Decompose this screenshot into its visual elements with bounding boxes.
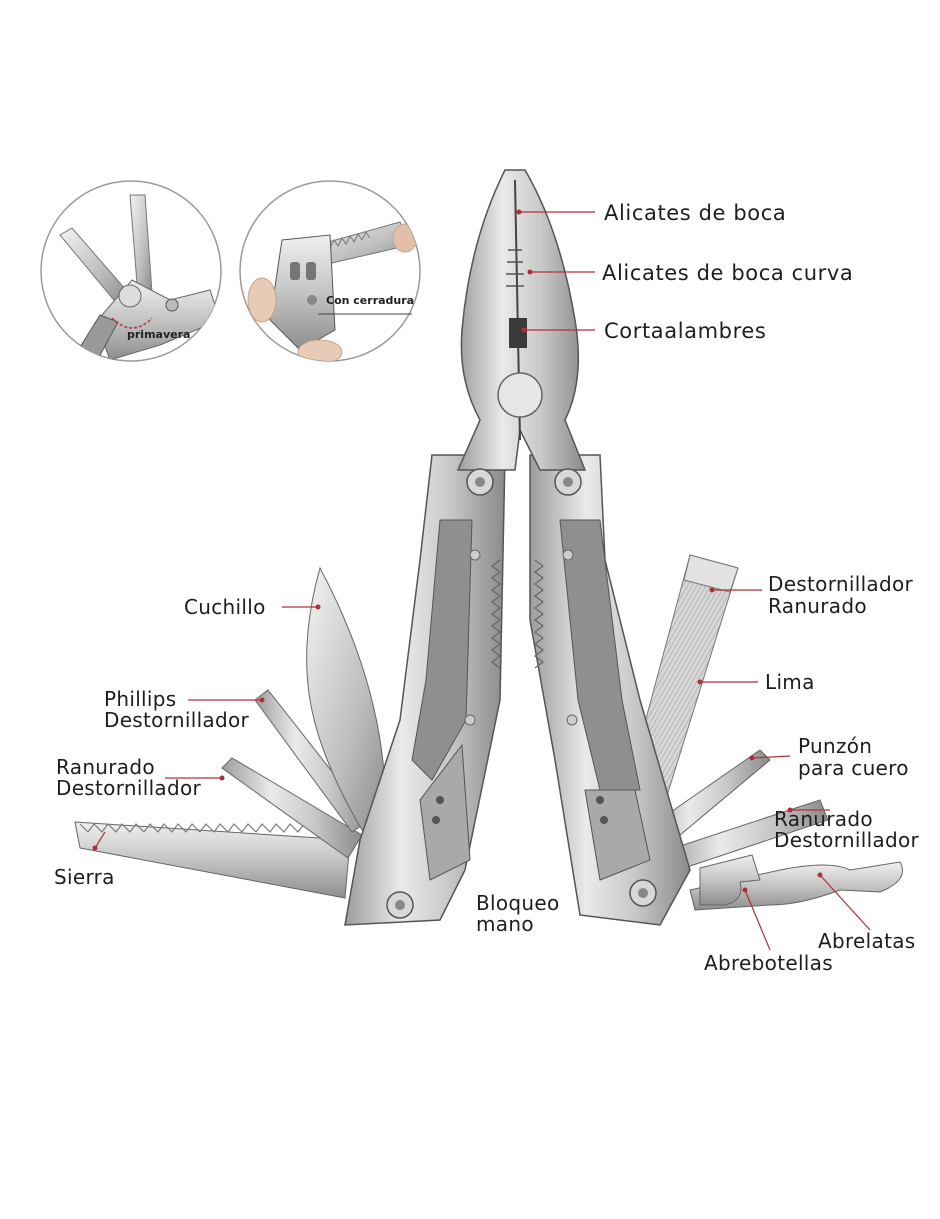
label-sierra: Sierra [54, 865, 115, 889]
inset-spring-caption: primavera [127, 328, 190, 341]
label-alicates-de-boca-curva: Alicates de boca curva [602, 261, 854, 285]
slotted-screwdriver-tip [683, 554, 739, 593]
saw-blade [74, 821, 351, 899]
label-dest-ranurado-line2: Ranurado [768, 594, 867, 618]
knife-blade [306, 566, 386, 836]
label-abrelatas: Abrelatas [818, 929, 916, 953]
label-abrebotellas: Abrebotellas [704, 951, 833, 975]
label-ranurado-right-line1: Ranurado [774, 807, 873, 831]
label-phillips-line2: Destornillador [104, 708, 250, 732]
pivot [497, 372, 543, 418]
label-dest-ranurado-line1: Destornillador [768, 572, 914, 596]
label-phillips-line1: Phillips [104, 687, 177, 711]
leader-lines [94, 211, 871, 951]
label-punzon-line2: para cuero [798, 756, 909, 780]
leader-dots [92, 209, 823, 893]
label-punzon-line1: Punzón [798, 734, 873, 758]
label-ranurado-right-line2: Destornillador [774, 828, 920, 852]
inset-lock-caption: Con cerradura [326, 294, 414, 307]
can-opener [689, 861, 903, 911]
label-cuchillo: Cuchillo [184, 595, 266, 619]
label-ranurado-left-line1: Ranurado [56, 755, 155, 779]
label-ranurado-left-line2: Destornillador [56, 776, 202, 800]
label-alicates-de-boca: Alicates de boca [604, 201, 787, 225]
inset-lock: Con cerradura [239, 180, 421, 362]
label-lima: Lima [765, 670, 815, 694]
multitool-illustration [74, 169, 903, 926]
label-cortaalambres: Cortaalambres [604, 319, 767, 343]
label-bloqueo-line1: Bloqueo [476, 891, 560, 915]
saw-teeth [79, 823, 341, 833]
label-bloqueo-line2: mano [476, 912, 534, 936]
bottle-opener [699, 854, 761, 906]
inset-spring: primavera [40, 180, 222, 362]
